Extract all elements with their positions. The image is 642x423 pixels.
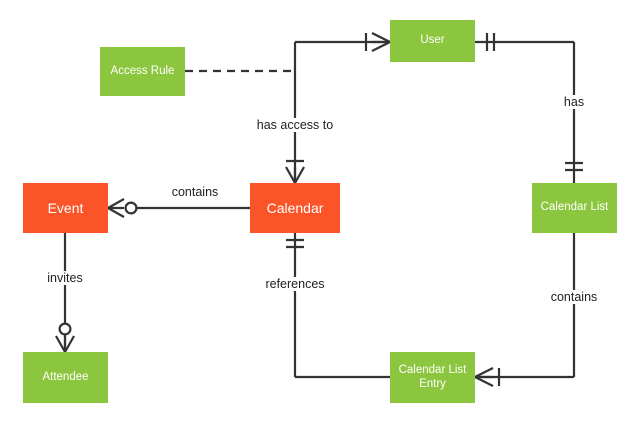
edge-label-references: references	[262, 277, 328, 291]
edge-label-contains-event-calendar: contains	[168, 185, 222, 199]
entity-calendar-list[interactable]: Calendar List	[532, 183, 617, 233]
cardinality-one-or-many-entry-right	[474, 367, 501, 387]
edge-label-contains-calendarlist: contains	[547, 290, 601, 304]
cardinality-exactly-one-user-right	[485, 33, 496, 51]
cardinality-one-or-many-calendar-top	[285, 159, 305, 184]
entity-calendar-list-label: Calendar List	[540, 201, 609, 214]
entity-calendar[interactable]: Calendar	[250, 183, 340, 233]
entity-event[interactable]: Event	[23, 183, 108, 233]
entity-user-label: User	[420, 34, 445, 47]
entity-access-rule-label: Access Rule	[110, 64, 175, 77]
entity-calendar-label: Calendar	[266, 199, 324, 216]
cardinality-zero-or-many-attendee	[55, 322, 75, 353]
entity-access-rule[interactable]: Access Rule	[100, 47, 185, 96]
entity-user[interactable]: User	[390, 20, 475, 62]
entity-calendar-list-entry[interactable]: Calendar List Entry	[390, 352, 475, 403]
entity-calendar-list-entry-label: Calendar List Entry	[398, 364, 467, 390]
entity-attendee[interactable]: Attendee	[23, 352, 108, 403]
entity-event-label: Event	[47, 199, 84, 216]
cardinality-exactly-one-calendarlist-top	[565, 161, 583, 172]
entity-attendee-label: Attendee	[42, 370, 89, 383]
cardinality-exactly-one-calendar-bottom	[286, 238, 304, 249]
cardinality-one-or-many-user-left	[364, 32, 391, 52]
edge-label-invites: invites	[44, 271, 86, 285]
edge-label-has-access-to: has access to	[253, 118, 337, 132]
cardinality-zero-or-many-event	[107, 198, 138, 218]
edge-label-has: has	[560, 95, 588, 109]
